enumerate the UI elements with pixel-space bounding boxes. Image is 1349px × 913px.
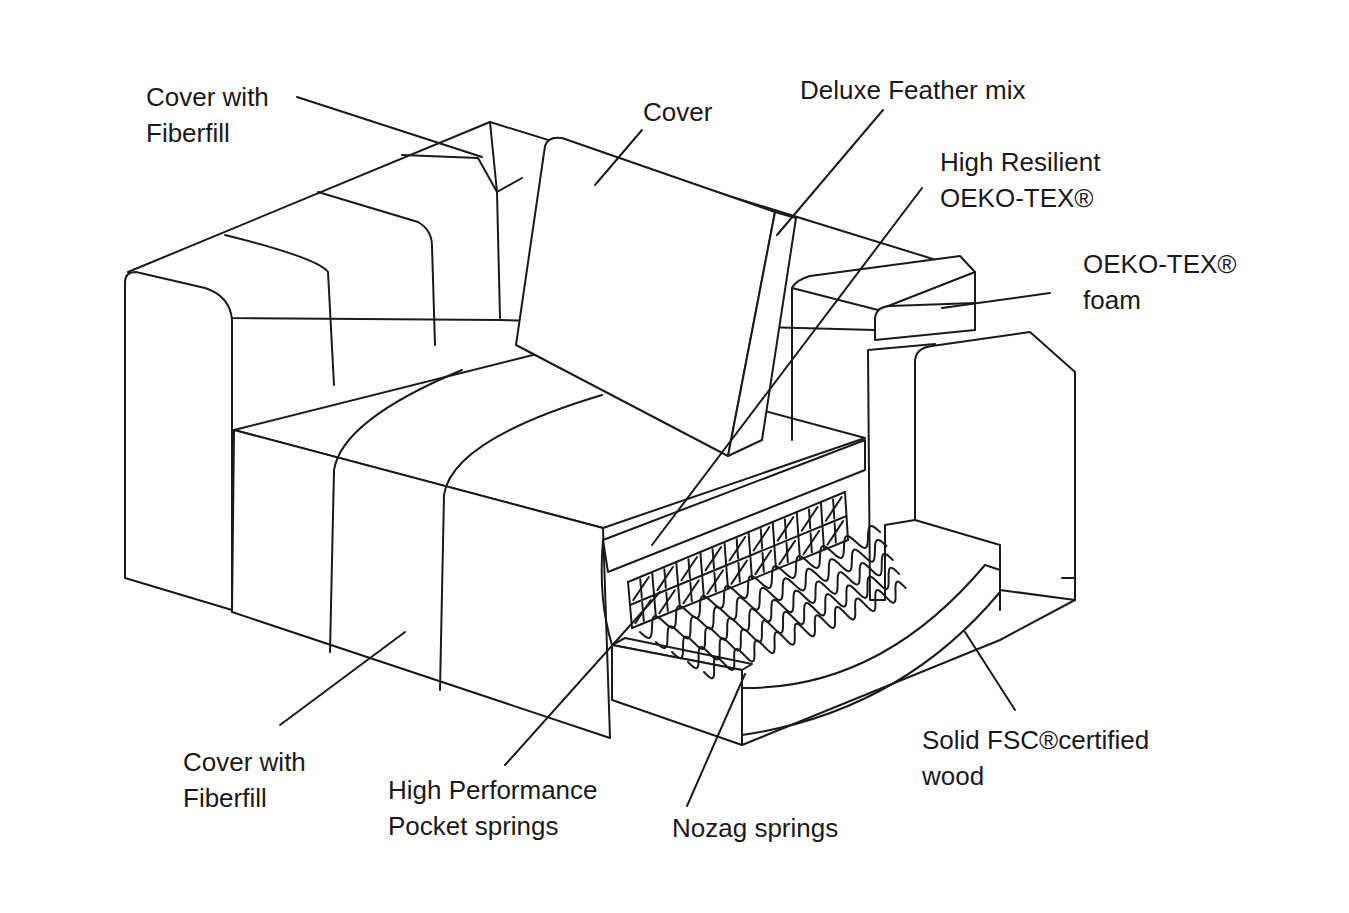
pocket-spring <box>755 551 771 574</box>
callout-label: High Performance Pocket springs <box>388 772 628 844</box>
pocket-spring <box>659 590 674 613</box>
nozag-spring <box>672 554 893 658</box>
pocket-spring <box>664 569 666 588</box>
pocket-spring <box>714 573 715 592</box>
pocket-spring <box>633 577 648 600</box>
leader-line <box>652 188 922 545</box>
pocket-spring <box>657 567 673 590</box>
nozag-spring <box>688 568 899 668</box>
pocket-spring <box>802 507 818 531</box>
leader-line <box>297 97 482 157</box>
pocket-spring <box>713 549 714 568</box>
callout-label: Deluxe Feather mix <box>800 72 1025 108</box>
back-cushion-side <box>728 212 796 456</box>
curved-rail <box>742 565 1000 735</box>
leader-line <box>280 632 405 725</box>
back-cushion <box>516 138 775 456</box>
pocket-spring <box>827 521 843 545</box>
callout-label: Cover with Fiberfill <box>183 744 353 816</box>
pocket-spring <box>761 529 762 548</box>
nozag-springs <box>640 526 906 678</box>
callout-label: OEKO-TEX® foam <box>1083 246 1253 318</box>
right-arm-top <box>792 256 975 310</box>
right-arm-foam <box>875 303 975 340</box>
leader-line <box>777 110 883 235</box>
callout-label: Cover <box>643 94 712 130</box>
seat-seam <box>440 395 602 690</box>
pocket-spring <box>811 533 812 552</box>
left-arm-front <box>125 272 232 610</box>
pocket-spring <box>779 541 795 564</box>
pocket-spring <box>778 517 794 541</box>
pocket-spring <box>826 497 842 521</box>
leader-line <box>595 130 642 185</box>
base-line <box>742 600 1075 745</box>
leader-line <box>687 674 745 806</box>
seat-foam-layer <box>603 440 865 572</box>
cut-edge <box>602 540 612 645</box>
nozag-spring <box>640 526 880 638</box>
pocket-spring <box>803 531 819 555</box>
callout-label: Nozag springs <box>672 810 838 846</box>
arm-frame-line <box>792 288 1075 610</box>
sofa-body <box>125 122 1075 745</box>
pocket-spring <box>707 570 723 593</box>
leader-line <box>505 592 660 765</box>
leader-line <box>942 293 1050 308</box>
pocket-spring <box>630 516 847 605</box>
right-arm-block <box>915 332 1075 600</box>
front-board <box>612 645 742 745</box>
left-seam <box>318 192 435 345</box>
pocket-spring <box>835 523 836 542</box>
pocket-spring <box>785 519 786 538</box>
pocket-spring <box>809 509 810 528</box>
pocket-spring <box>737 539 738 558</box>
seat-front <box>232 430 610 738</box>
pocket-spring <box>738 563 739 582</box>
pocket-spring <box>666 592 668 611</box>
pocket-spring <box>681 557 697 580</box>
pocket-spring <box>688 559 689 578</box>
leader-line <box>965 632 1015 710</box>
callout-label: High Resilient OEKO-TEX® <box>940 144 1140 216</box>
pocket-spring <box>731 561 747 584</box>
pocket-spring <box>730 537 746 560</box>
callout-label: Cover with Fiberfill <box>146 79 316 151</box>
callout-label: Solid FSC®certified wood <box>922 722 1182 794</box>
pocket-spring <box>683 580 699 603</box>
pocket-springs <box>628 492 848 628</box>
pocket-spring <box>754 527 770 550</box>
nozag-spring <box>656 540 886 648</box>
pocket-spring <box>706 547 722 570</box>
pocket-spring <box>833 499 834 518</box>
nozag-spring <box>704 582 906 679</box>
pocket-spring <box>690 583 691 602</box>
pocket-spring <box>762 553 763 572</box>
pocket-spring <box>787 543 788 562</box>
pocket-spring <box>640 579 642 597</box>
pocket-spring <box>628 492 845 582</box>
leader-lines <box>280 97 1050 806</box>
left-seam <box>225 235 334 385</box>
